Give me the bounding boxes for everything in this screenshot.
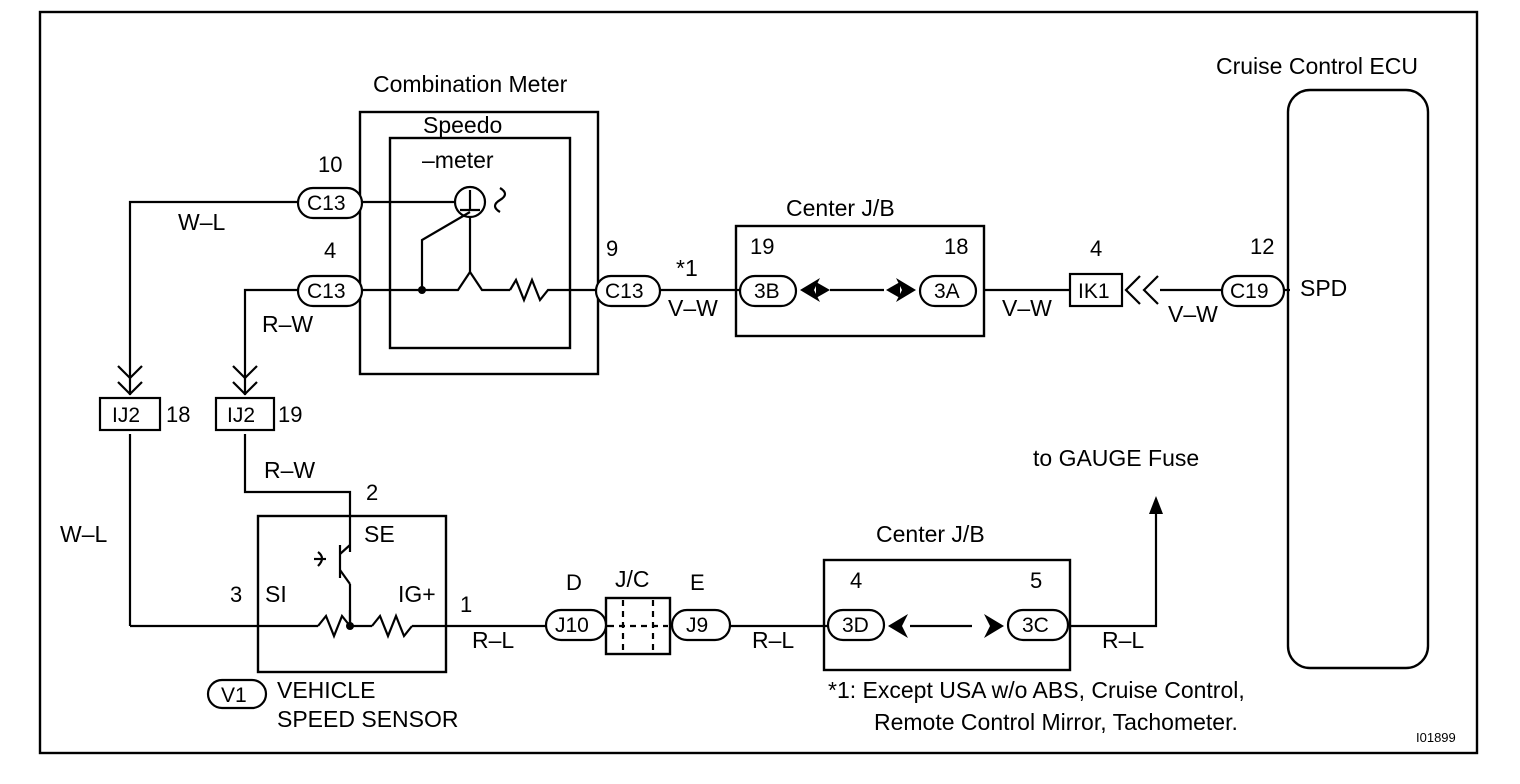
combination-meter-box xyxy=(358,110,600,376)
footnote-mark: *1 xyxy=(676,255,698,281)
wire-color-rw-mid: R–W xyxy=(264,457,315,483)
connector-j10 xyxy=(544,608,608,642)
pin-4-meter: 4 xyxy=(324,238,336,263)
v1-label: V1 xyxy=(221,684,247,707)
gauge-fuse-label: to GAUGE Fuse xyxy=(1033,445,1199,471)
center-jb-top-label: Center J/B xyxy=(786,195,895,221)
jc-label: J/C xyxy=(615,566,650,592)
wire-color-rl-1: R–L xyxy=(472,627,514,653)
connector-ik1 xyxy=(1068,272,1124,308)
diagram-frame xyxy=(38,10,1479,755)
center-jb-bottom-label: Center J/B xyxy=(876,521,985,547)
cruise-ecu-label: Cruise Control ECU xyxy=(1216,53,1418,79)
pin-4-ik1: 4 xyxy=(1090,236,1102,261)
center-jb-top-box xyxy=(734,224,986,338)
speedometer-label-1: Speedo xyxy=(423,112,502,138)
connector-c13-b xyxy=(296,274,364,308)
footnote-line-1: *1: Except USA w/o ABS, Cruise Control, xyxy=(828,677,1245,703)
pin-jc-e: E xyxy=(690,570,705,595)
connector-3c xyxy=(1006,608,1070,642)
j9-label: J9 xyxy=(686,614,708,637)
c13-b-label: C13 xyxy=(307,280,346,303)
3a-label: 3A xyxy=(934,280,960,303)
connector-v1 xyxy=(206,678,268,710)
connector-j9 xyxy=(670,608,732,642)
pin-jc-d: D xyxy=(566,570,582,595)
wire-color-rl-2: R–L xyxy=(752,627,794,653)
speedometer-gauge-icon xyxy=(453,185,487,219)
pin-10: 10 xyxy=(318,152,342,177)
pin-12: 12 xyxy=(1250,234,1274,259)
pin-vss-2: 2 xyxy=(366,480,378,505)
ij2-b-label: IJ2 xyxy=(227,404,255,427)
wire-rw xyxy=(243,288,300,395)
pin-ij2-18: 18 xyxy=(166,402,190,427)
terminal-ig: IG+ xyxy=(398,581,436,607)
vss-label-1: VEHICLE xyxy=(277,677,375,703)
pin-ij2-19: 19 xyxy=(278,402,302,427)
pin-vss-1: 1 xyxy=(460,592,472,617)
wire-color-rw-top: R–W xyxy=(262,311,313,337)
junction-connector-box xyxy=(604,596,672,656)
wire-color-wl-left: W–L xyxy=(60,521,108,547)
figure-id: I01899 xyxy=(1416,730,1456,745)
connector-c13-c xyxy=(594,274,662,308)
pin-18-jb: 18 xyxy=(944,234,968,259)
ik1-label: IK1 xyxy=(1078,280,1110,303)
connector-3a xyxy=(918,274,978,308)
terminal-se: SE xyxy=(364,521,395,547)
footnote-line-2: Remote Control Mirror, Tachometer. xyxy=(874,709,1238,735)
3c-label: 3C xyxy=(1022,614,1049,637)
combination-meter-label: Combination Meter xyxy=(373,71,568,97)
wire-color-wl-top: W–L xyxy=(178,209,226,235)
c13-a-label: C13 xyxy=(307,192,346,215)
vss-label-2: SPEED SENSOR xyxy=(277,706,459,732)
connector-3b xyxy=(738,274,798,308)
wire-wl xyxy=(128,200,300,395)
vss-box xyxy=(256,514,448,674)
connector-c13-a xyxy=(296,186,364,220)
terminal-spd: SPD xyxy=(1300,275,1347,301)
c19-label: C19 xyxy=(1230,280,1269,303)
wire-color-vw-2: V–W xyxy=(1002,295,1052,321)
c13-c-label: C13 xyxy=(605,280,644,303)
connector-ij2-18 xyxy=(98,396,162,432)
pin-jb-4: 4 xyxy=(850,568,862,593)
ij2-a-label: IJ2 xyxy=(112,404,140,427)
j10-label: J10 xyxy=(555,614,589,637)
pin-19-jb: 19 xyxy=(750,234,774,259)
wire-color-rl-3: R–L xyxy=(1102,627,1144,653)
pin-vss-3: 3 xyxy=(230,582,242,607)
center-jb-bottom-box xyxy=(822,558,1072,672)
pin-9: 9 xyxy=(606,236,618,261)
terminal-si: SI xyxy=(265,581,287,607)
pin-jb-5: 5 xyxy=(1030,568,1042,593)
speedometer-label-2: –meter xyxy=(422,147,494,173)
3d-label: 3D xyxy=(842,614,869,637)
speedometer-box xyxy=(388,136,572,350)
3b-label: 3B xyxy=(754,280,780,303)
connector-3d xyxy=(826,608,886,642)
cruise-ecu-box xyxy=(1286,88,1430,670)
wire-color-vw-3: V–W xyxy=(1168,301,1218,327)
connector-c19 xyxy=(1220,274,1286,308)
wire-color-vw-1: V–W xyxy=(668,295,718,321)
connector-ij2-19 xyxy=(214,396,276,432)
